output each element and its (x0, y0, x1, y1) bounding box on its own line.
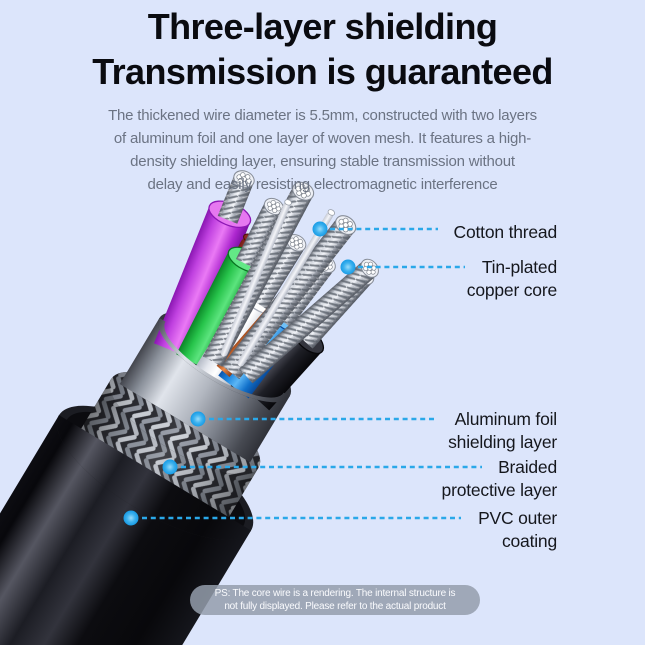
callout-dot-braided-layer (162, 459, 178, 475)
pvc-front-lip (56, 415, 252, 540)
page-subtitle: The thickened wire diameter is 5.5mm, co… (108, 107, 537, 193)
callout-label-cotton-thread: Cotton thread (453, 222, 558, 242)
callout-dot-pvc-coating (123, 510, 139, 526)
callout-dot-cotton-thread (312, 221, 328, 237)
inner-wires (153, 167, 383, 411)
footnote-text: PS: The core wire is a rendering. The in… (214, 588, 456, 612)
callout-dot-tin-plated-copper-core (340, 259, 356, 275)
foil-front-lip (158, 318, 290, 403)
braid-front-dome (109, 378, 259, 475)
callout-dot-aluminum-foil (190, 411, 206, 427)
footnote-pill: PS: The core wire is a rendering. The in… (190, 585, 480, 615)
